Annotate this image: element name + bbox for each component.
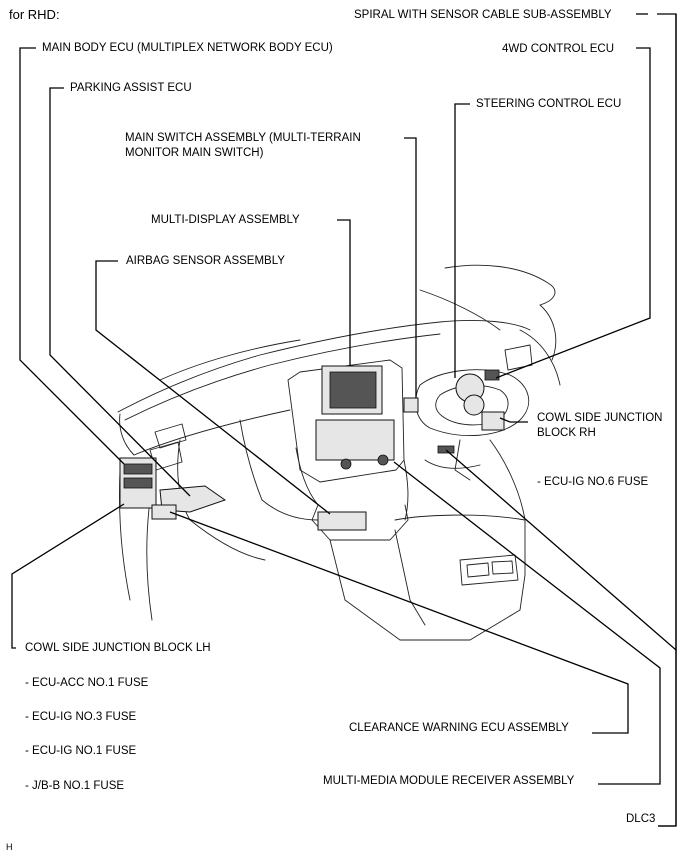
component-parts [119, 365, 505, 531]
leader-multi-display [337, 219, 351, 366]
label-multimedia-receiver: MULTI-MEDIA MODULE RECEIVER ASSEMBLY [323, 775, 575, 787]
leader-steering-control-ecu [454, 103, 470, 378]
leader-multimedia-receiver [393, 461, 661, 785]
label-main-switch-line2: MONITOR MAIN SWITCH) [125, 147, 264, 159]
label-clearance-warning-ecu: CLEARANCE WARNING ECU ASSEMBLY [349, 722, 569, 734]
label-ecu-ig6-fuse: - ECU-IG NO.6 FUSE [537, 476, 649, 488]
label-ecu-ig1-fuse: - ECU-IG NO.1 FUSE [25, 745, 137, 757]
label-jb-b1-fuse: - J/B-B NO.1 FUSE [25, 780, 125, 792]
leader-4wd-control-ecu [495, 47, 651, 379]
4wd-control-ecu [484, 369, 500, 381]
variant-header: for RHD: [9, 7, 60, 22]
leader-parking-assist [49, 87, 191, 497]
label-cowl-rh-line1: COWL SIDE JUNCTION [537, 412, 663, 424]
label-airbag-sensor: AIRBAG SENSOR ASSEMBLY [126, 255, 285, 267]
label-cowl-rh-line2: BLOCK RH [537, 427, 596, 439]
leader-spiral-to-dlc3 [445, 14, 677, 652]
leader-main-body-ecu [19, 47, 125, 465]
label-dlc3: DLC3 [626, 813, 656, 825]
label-spiral-cable: SPIRAL WITH SENSOR CABLE SUB-ASSEMBLY [354, 9, 612, 21]
center-stack-panel [315, 419, 395, 461]
label-4wd-control-ecu: 4WD CONTROL ECU [502, 43, 615, 55]
leader-clearance-warning [169, 511, 629, 734]
cowl-side-junction-block-rh [481, 411, 505, 431]
leader-airbag-sensor [95, 260, 331, 515]
leader-main-switch [404, 137, 417, 398]
label-main-switch-line1: MAIN SWITCH ASSEMBLY (MULTI-TERRAIN [125, 132, 361, 144]
label-ecu-acc1-fuse: - ECU-ACC NO.1 FUSE [25, 677, 149, 689]
leader-lines [11, 13, 677, 827]
dlc3-connector [437, 445, 455, 454]
leader-cowl-lh [11, 503, 125, 649]
label-ecu-ig3-fuse: - ECU-IG NO.3 FUSE [25, 711, 137, 723]
clearance-warning-ecu [151, 504, 177, 520]
label-steering-control-ecu: STEERING CONTROL ECU [476, 98, 622, 110]
footer-mark: H [6, 842, 13, 852]
steering-control-ecu [463, 394, 485, 416]
label-parking-assist-ecu: PARKING ASSIST ECU [70, 82, 192, 94]
main-switch-assembly [403, 397, 419, 413]
label-cowl-lh: COWL SIDE JUNCTION BLOCK LH [25, 642, 211, 654]
label-main-body-ecu: MAIN BODY ECU (MULTIPLEX NETWORK BODY EC… [42, 42, 333, 54]
leader-cowl-rh [499, 417, 528, 423]
label-multi-display: MULTI-DISPLAY ASSEMBLY [151, 214, 300, 226]
airbag-sensor-assembly [317, 511, 367, 531]
dashboard-artwork [117, 264, 561, 641]
